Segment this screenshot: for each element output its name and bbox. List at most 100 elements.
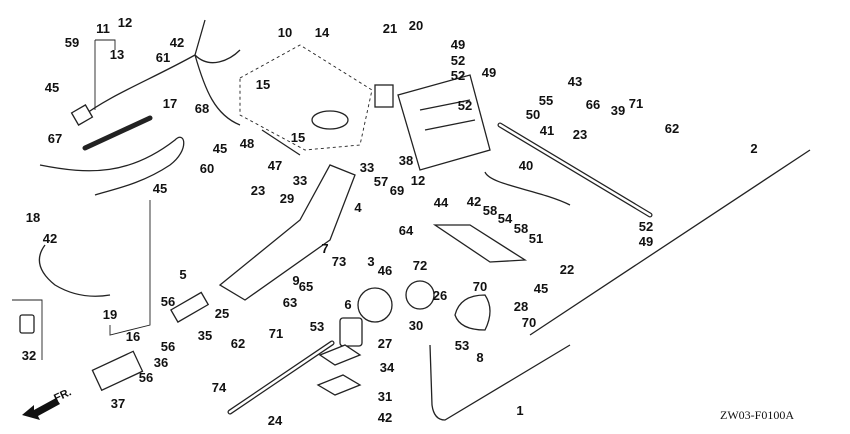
part-callout-29: 29 [280, 191, 294, 206]
cable-17 [39, 136, 185, 196]
part-callout-39: 39 [611, 103, 625, 118]
part-callout-30: 30 [409, 318, 423, 333]
part-32 [19, 314, 35, 334]
cover-28 [454, 294, 491, 331]
diagram-code: ZW03-F0100A [720, 408, 794, 422]
part-callout-38: 38 [399, 153, 413, 168]
bolt-47 [261, 129, 301, 156]
part-callout-45: 45 [45, 80, 59, 95]
part-callout-20: 20 [409, 18, 423, 33]
part-callout-52: 52 [451, 53, 465, 68]
ignition-switch [311, 110, 349, 130]
bracket-38 [397, 74, 491, 171]
cable-2 [529, 149, 811, 336]
part-callout-70: 70 [522, 315, 536, 330]
part-callout-35: 35 [198, 328, 212, 343]
part-callout-49: 49 [639, 234, 653, 249]
part-callout-60: 60 [200, 161, 214, 176]
part-callout-70: 70 [473, 279, 487, 294]
part-callout-62: 62 [665, 121, 679, 136]
connector-21 [374, 84, 394, 108]
part-callout-52: 52 [458, 98, 472, 113]
part-callout-71: 71 [269, 326, 283, 341]
part-callout-58: 58 [483, 203, 497, 218]
part-callout-53: 53 [310, 319, 324, 334]
connector [70, 104, 94, 126]
part-callout-27: 27 [378, 336, 392, 351]
part-callout-73: 73 [332, 254, 346, 269]
part-callout-66: 66 [586, 97, 600, 112]
part-callout-23: 23 [251, 183, 265, 198]
part-callout-52: 52 [639, 219, 653, 234]
part-callout-71: 71 [629, 96, 643, 111]
part-callout-22: 22 [560, 262, 574, 277]
lanyard-cord [38, 244, 111, 297]
plate-34 [318, 344, 362, 366]
part-callout-51: 51 [529, 231, 543, 246]
part-callout-31: 31 [378, 389, 392, 404]
part-callout-56: 56 [139, 370, 153, 385]
part-callout-33: 33 [360, 160, 374, 175]
part-callout-25: 25 [215, 306, 229, 321]
part-callout-45: 45 [213, 141, 227, 156]
part-callout-12: 12 [411, 173, 425, 188]
plate-27 [339, 317, 363, 347]
rod-40 [484, 171, 571, 206]
part-callout-68: 68 [195, 101, 209, 116]
part-callout-14: 14 [315, 25, 330, 40]
part-callout-23: 23 [573, 127, 587, 142]
rod-24 [228, 341, 334, 414]
part-callout-41: 41 [540, 123, 554, 138]
part-callout-37: 37 [111, 396, 125, 411]
part-callout-65: 65 [299, 279, 313, 294]
part-callout-48: 48 [240, 136, 254, 151]
part-callout-53: 53 [455, 338, 469, 353]
part-callout-36: 36 [154, 355, 168, 370]
part-callout-13: 13 [110, 47, 124, 62]
part-callout-63: 63 [283, 295, 297, 310]
part-callout-12: 12 [118, 15, 132, 30]
part-callout-1: 1 [516, 403, 523, 418]
part-callout-18: 18 [26, 210, 40, 225]
tiller-handle [218, 164, 356, 301]
part-callout-45: 45 [153, 181, 167, 196]
part-callout-15: 15 [256, 77, 270, 92]
part-callout-40: 40 [519, 158, 533, 173]
part-callout-72: 72 [413, 258, 427, 273]
rod-41 [498, 123, 652, 217]
throttle-shaft [170, 291, 210, 323]
part-callout-32: 32 [22, 348, 36, 363]
cable-1 [429, 344, 571, 421]
part-callout-56: 56 [161, 294, 175, 309]
part-callout-42: 42 [43, 231, 57, 246]
part-callout-62: 62 [231, 336, 245, 351]
part-callout-16: 16 [126, 329, 140, 344]
part-callout-64: 64 [399, 223, 414, 238]
part-callout-9: 9 [292, 273, 299, 288]
plate-31 [316, 374, 362, 396]
part-callout-3: 3 [367, 254, 374, 269]
part-callout-46: 46 [378, 263, 392, 278]
friction-plate [357, 287, 393, 323]
part-callout-42: 42 [378, 410, 392, 425]
part-callout-54: 54 [498, 211, 513, 226]
front-marker: FR. [52, 386, 73, 404]
part-callout-56: 56 [161, 339, 175, 354]
part-callout-6: 6 [344, 297, 351, 312]
part-callout-49: 49 [482, 65, 496, 80]
part-callout-5: 5 [179, 267, 186, 282]
plate-22 [432, 224, 528, 263]
part-callout-8: 8 [476, 350, 483, 365]
corrugated-tube [82, 115, 153, 151]
part-callout-26: 26 [433, 288, 447, 303]
part-callout-42: 42 [170, 35, 184, 50]
part-callout-4: 4 [354, 200, 362, 215]
part-callout-43: 43 [568, 74, 582, 89]
part-callout-19: 19 [103, 307, 117, 322]
part-callout-49: 49 [451, 37, 465, 52]
part-callout-58: 58 [514, 221, 528, 236]
wire-harness [79, 19, 241, 126]
part-callout-34: 34 [380, 360, 395, 375]
